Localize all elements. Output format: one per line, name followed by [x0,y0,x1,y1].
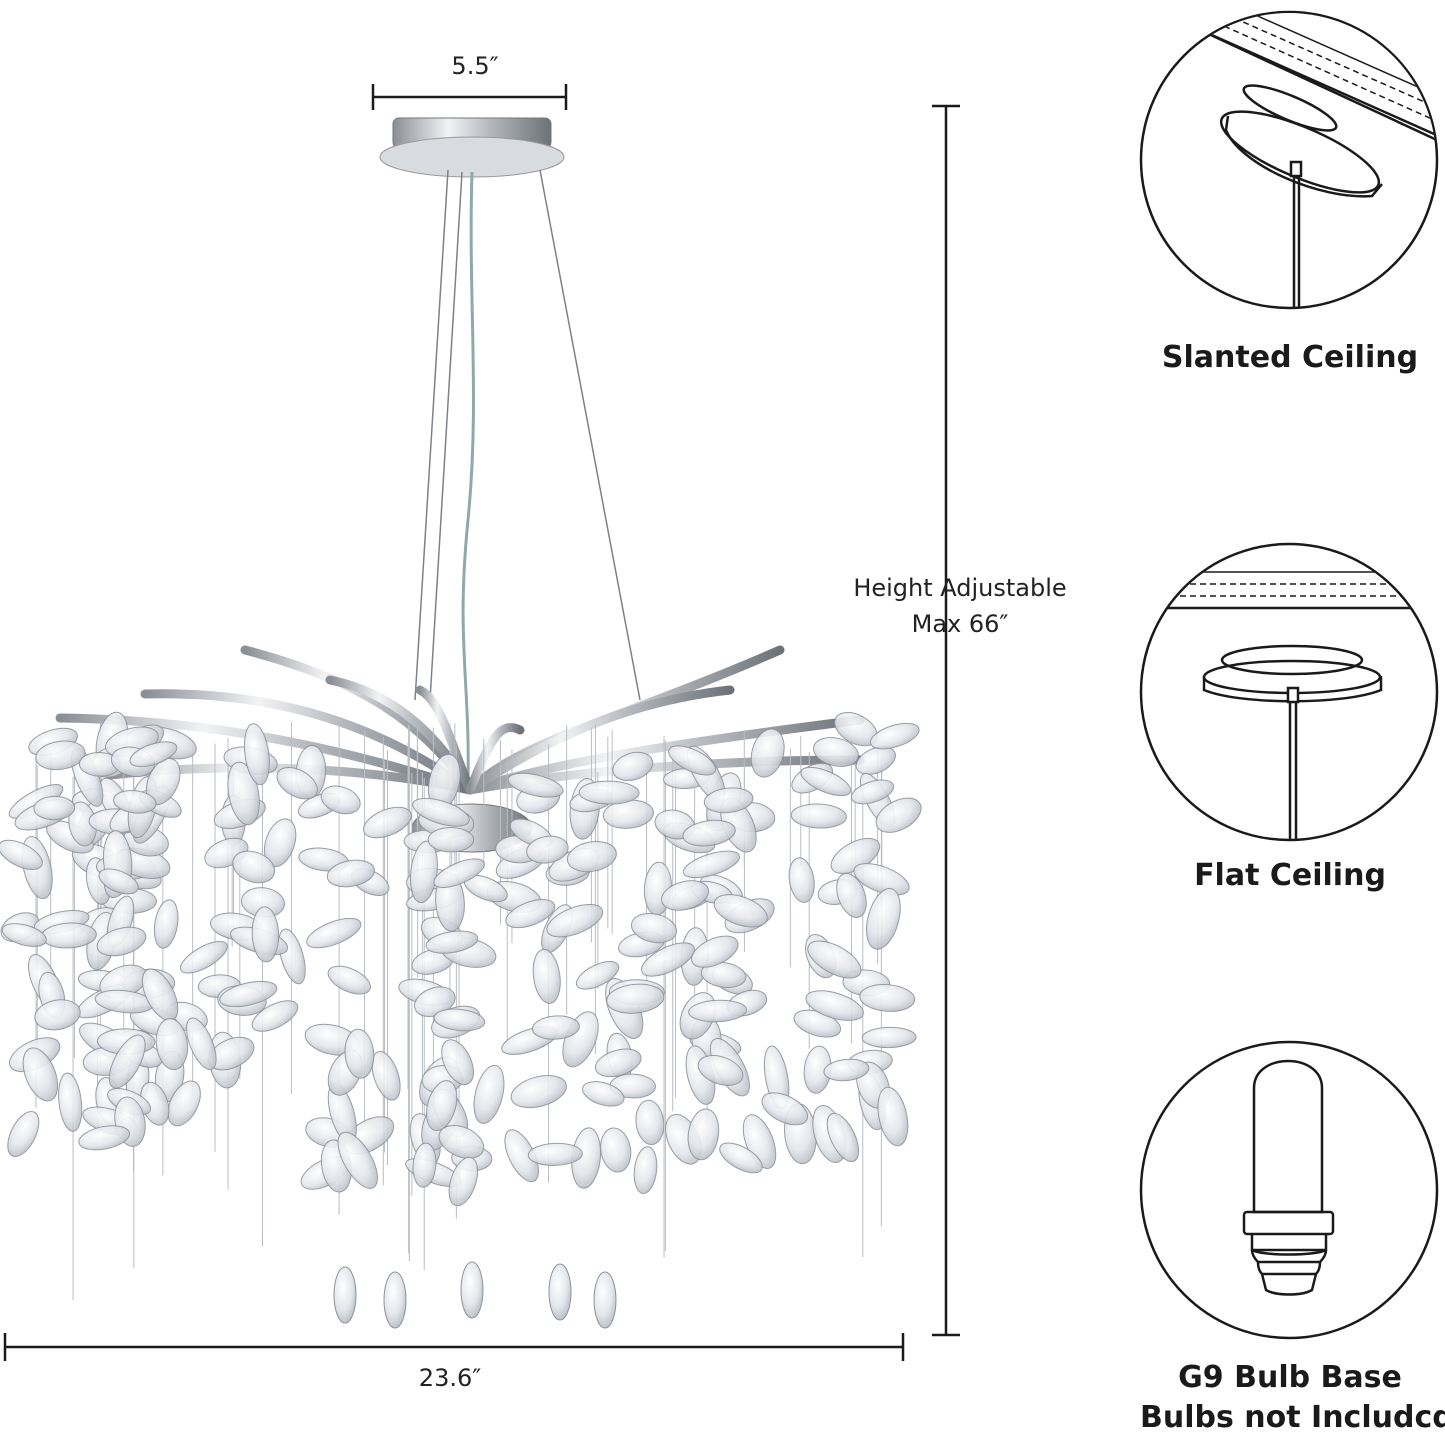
slanted-ceiling-caption: Slanted Ceiling [1161,340,1419,375]
fixture-width-dimension-line [3,1333,905,1361]
g9-bulb-icon [1139,1040,1439,1340]
height-adjustable-label: Height Adjustable Max 66″ [830,570,1090,642]
flat-ceiling-icon [1139,542,1439,842]
flat-ceiling-caption: Flat Ceiling [1194,858,1386,893]
chandelier-image [0,117,922,1329]
slanted-ceiling-icon [1139,10,1439,310]
bulb-caption-line1: G9 Bulb Base [1178,1360,1402,1395]
height-dimension-line [932,104,960,1337]
height-label-line2: Max 66″ [911,610,1009,638]
height-label-line1: Height Adjustable [853,574,1067,602]
bulb-caption-line2: Bulbs not Includcd [1140,1400,1445,1435]
canopy-width-dimension-line [371,84,568,110]
canopy-width-label: 5.5″ [451,52,499,80]
fixture-width-label: 23.6″ [418,1364,482,1392]
bulb-caption: G9 Bulb Base Bulbs not Includcd [1140,1358,1445,1438]
